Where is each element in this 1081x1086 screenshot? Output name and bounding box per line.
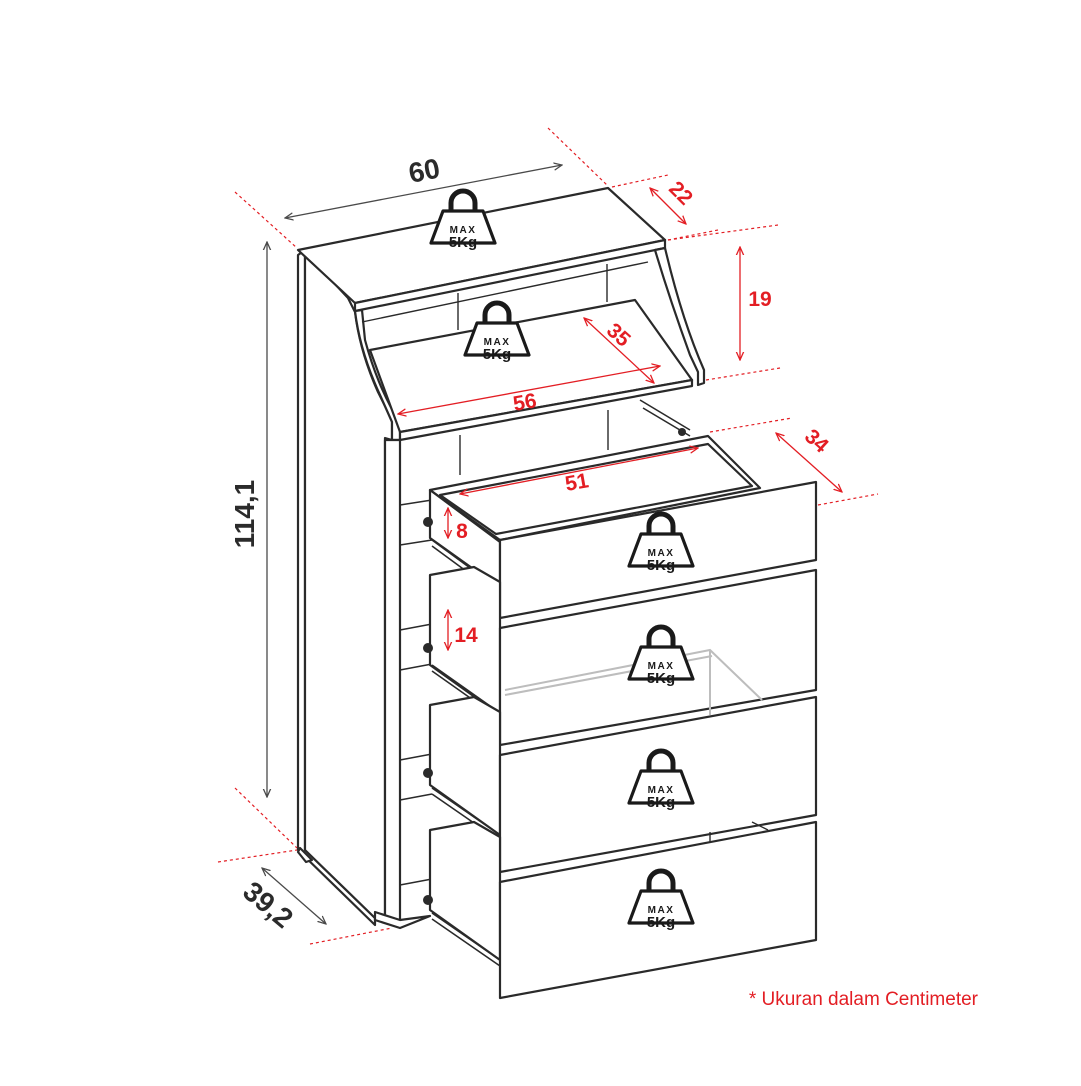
weight-badge-drawer-3: MAX 5Kg bbox=[629, 751, 693, 811]
weight-badge-drawer-1: MAX 5Kg bbox=[629, 514, 693, 574]
drawer-height-top-label: 8 bbox=[456, 520, 468, 543]
svg-text:5Kg: 5Kg bbox=[647, 557, 675, 574]
svg-text:MAX: MAX bbox=[648, 548, 675, 559]
height-label: 114,1 bbox=[229, 480, 260, 549]
svg-text:MAX: MAX bbox=[648, 661, 675, 672]
drawer-width-label: 51 bbox=[563, 469, 590, 496]
height-dimension: 114,1 bbox=[229, 242, 267, 797]
width-dimension: 60 bbox=[234, 127, 609, 249]
weight-badge-top: MAX 5Kg bbox=[431, 191, 495, 251]
shelf-height-dimension: 19 bbox=[667, 224, 781, 381]
width-label: 60 bbox=[406, 152, 442, 188]
shelf-height-label: 19 bbox=[748, 288, 771, 311]
svg-text:MAX: MAX bbox=[450, 225, 477, 236]
svg-text:MAX: MAX bbox=[484, 337, 511, 348]
drawer-depth-label: 34 bbox=[800, 425, 833, 458]
svg-text:MAX: MAX bbox=[648, 905, 675, 916]
drawer-height-top-dimension: 8 bbox=[448, 508, 468, 543]
depth-label: 39,2 bbox=[237, 875, 299, 934]
svg-text:5Kg: 5Kg bbox=[449, 234, 477, 251]
units-note: * Ukuran dalam Centimeter bbox=[749, 989, 979, 1010]
weight-badge-shelf: MAX 5Kg bbox=[465, 303, 529, 363]
drawer-height-dimension: 14 bbox=[448, 610, 478, 650]
drawer-height-label: 14 bbox=[454, 624, 478, 647]
svg-text:5Kg: 5Kg bbox=[647, 794, 675, 811]
svg-text:MAX: MAX bbox=[648, 785, 675, 796]
svg-text:5Kg: 5Kg bbox=[483, 346, 511, 363]
svg-text:5Kg: 5Kg bbox=[647, 670, 675, 687]
svg-text:5Kg: 5Kg bbox=[647, 914, 675, 931]
weight-badge-drawer-4: MAX 5Kg bbox=[629, 871, 693, 931]
drawer-width-dimension: 51 bbox=[460, 448, 698, 496]
weight-badge-drawer-2: MAX 5Kg bbox=[629, 627, 693, 687]
shelf-width-dimension: 56 bbox=[398, 366, 660, 416]
shelf-width-label: 56 bbox=[511, 389, 538, 416]
top-depth-label: 22 bbox=[664, 177, 697, 210]
